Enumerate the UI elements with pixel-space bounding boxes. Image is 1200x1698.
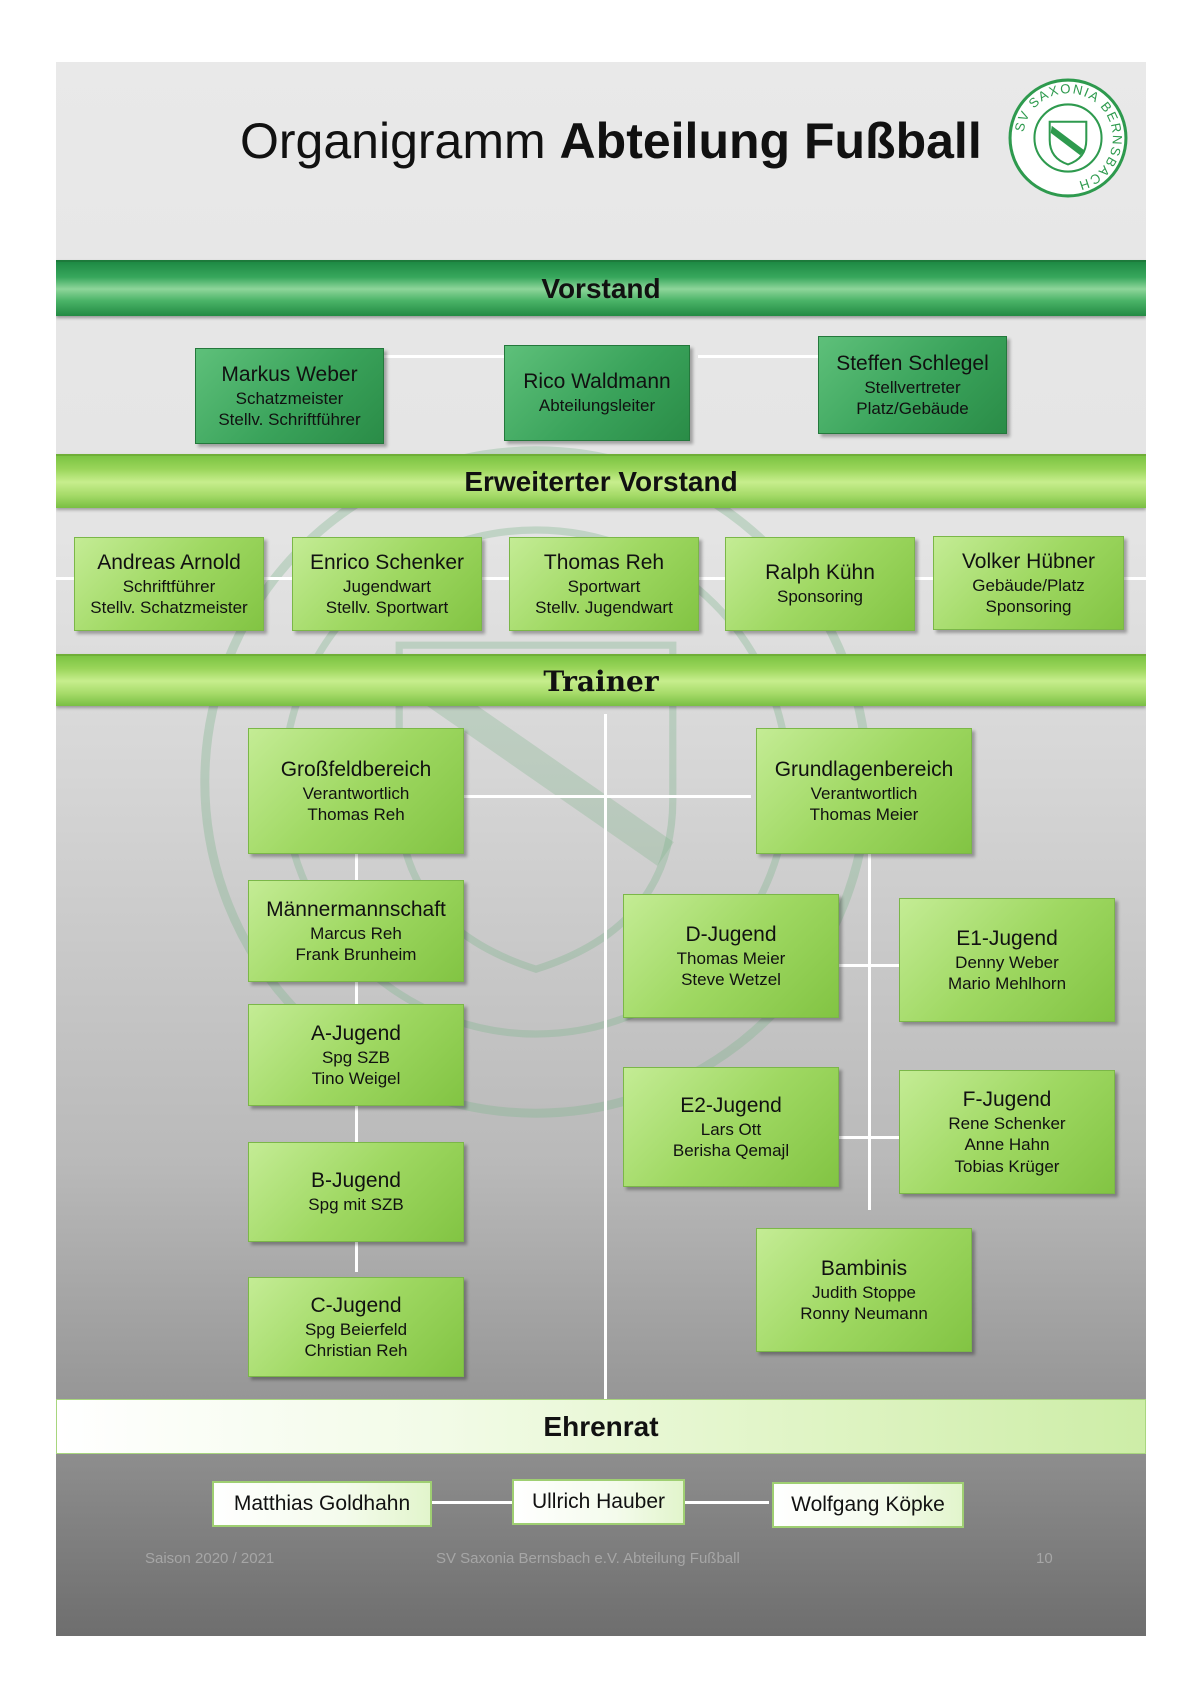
trainer-box-maennermannschaft: Männermannschaft Marcus Reh Frank Brunhe… xyxy=(248,880,464,982)
team-name: Bambinis xyxy=(820,1256,908,1280)
ehrenrat-box-ullrich-hauber: Ullrich Hauber xyxy=(512,1479,685,1525)
connector xyxy=(604,714,607,1451)
connector xyxy=(684,1501,769,1504)
connector xyxy=(827,1136,899,1139)
team-name: D-Jugend xyxy=(685,922,777,946)
person-name: Enrico Schenker xyxy=(309,550,465,574)
connector xyxy=(827,964,899,967)
page: Organigramm Abteilung Fußball SV SAXONIA… xyxy=(56,62,1146,1636)
team-line: Rene Schenker xyxy=(948,1114,1066,1134)
person-role: Platz/Gebäude xyxy=(856,399,969,419)
team-line: Marcus Reh xyxy=(310,923,402,943)
team-line: Denny Weber xyxy=(955,952,1059,972)
team-name: B-Jugend xyxy=(311,1169,401,1193)
person-role: Jugendwart xyxy=(343,576,431,596)
trainer-box-e1-jugend: E1-Jugend Denny Weber Mario Mehlhorn xyxy=(899,898,1115,1022)
person-name: Matthias Goldhahn xyxy=(233,1491,411,1515)
team-line: Frank Brunheim xyxy=(295,945,417,965)
vorstand-box-steffen-schlegel: Steffen Schlegel Stellvertreter Platz/Ge… xyxy=(818,336,1007,434)
trainer-box-grossfeldbereich: Großfeldbereich Verantwortlich Thomas Re… xyxy=(248,728,464,854)
club-logo: SV SAXONIA BERNSBACH xyxy=(1008,78,1128,198)
ev-box-andreas-arnold: Andreas Arnold Schriftführer Stellv. Sch… xyxy=(74,537,264,631)
vorstand-box-markus-weber: Markus Weber Schatzmeister Stellv. Schri… xyxy=(195,348,384,444)
team-name: E1-Jugend xyxy=(956,926,1058,950)
trainer-box-grundlagenbereich: Grundlagenbereich Verantwortlich Thomas … xyxy=(756,728,972,854)
ev-box-ralph-kuehn: Ralph Kühn Sponsoring xyxy=(725,537,915,631)
person-name: Andreas Arnold xyxy=(97,550,241,574)
team-line: Steve Wetzel xyxy=(681,970,781,990)
person-name: Steffen Schlegel xyxy=(836,351,989,375)
trainer-box-a-jugend: A-Jugend Spg SZB Tino Weigel xyxy=(248,1004,464,1106)
connector xyxy=(383,355,518,358)
team-name: C-Jugend xyxy=(310,1293,402,1317)
connector xyxy=(698,355,838,358)
section-ehrenrat: Ehrenrat xyxy=(56,1399,1146,1454)
footer-club: SV Saxonia Bernsbach e.V. Abteilung Fußb… xyxy=(436,1550,740,1567)
person-name: Markus Weber xyxy=(221,362,358,386)
ev-box-thomas-reh: Thomas Reh Sportwart Stellv. Jugendwart xyxy=(509,537,699,631)
team-line: Mario Mehlhorn xyxy=(947,974,1067,994)
vorstand-box-rico-waldmann: Rico Waldmann Abteilungsleiter xyxy=(504,345,690,441)
ehrenrat-box-wolfgang-koepke: Wolfgang Köpke xyxy=(772,1482,964,1528)
person-role: Stellv. Schatzmeister xyxy=(90,598,248,618)
trainer-box-e2-jugend: E2-Jugend Lars Ott Berisha Qemajl xyxy=(623,1067,839,1187)
connector xyxy=(868,852,871,1210)
team-line: Tino Weigel xyxy=(311,1069,401,1089)
person-name: Volker Hübner xyxy=(961,549,1096,573)
team-line: Lars Ott xyxy=(700,1119,762,1139)
team-name: Männermannschaft xyxy=(266,897,446,921)
team-line: Tobias Krüger xyxy=(954,1156,1060,1176)
team-name: A-Jugend xyxy=(311,1021,401,1045)
person-role: Schriftführer xyxy=(122,576,216,596)
ehrenrat-box-matthias-goldhahn: Matthias Goldhahn xyxy=(212,1481,432,1527)
team-name: Grundlagenbereich xyxy=(774,757,954,781)
team-line: Thomas Meier xyxy=(676,948,786,968)
team-line: Judith Stoppe xyxy=(812,1282,916,1302)
trainer-box-d-jugend: D-Jugend Thomas Meier Steve Wetzel xyxy=(623,894,839,1018)
section-trainer: Trainer xyxy=(56,654,1146,706)
person-name: Thomas Reh xyxy=(543,550,665,574)
trainer-box-c-jugend: C-Jugend Spg Beierfeld Christian Reh xyxy=(248,1277,464,1377)
person-role: Sponsoring xyxy=(985,597,1072,617)
person-role: Sponsoring xyxy=(776,587,863,607)
team-name: Großfeldbereich xyxy=(280,757,432,781)
team-line: Thomas Reh xyxy=(307,805,405,825)
team-name: E2-Jugend xyxy=(680,1093,782,1117)
trainer-box-f-jugend: F-Jugend Rene Schenker Anne Hahn Tobias … xyxy=(899,1070,1115,1194)
section-vorstand: Vorstand xyxy=(56,260,1146,316)
trainer-box-b-jugend: B-Jugend Spg mit SZB xyxy=(248,1142,464,1242)
team-line: Spg SZB xyxy=(321,1047,391,1067)
ev-box-volker-huebner: Volker Hübner Gebäude/Platz Sponsoring xyxy=(933,536,1124,630)
connector xyxy=(431,1501,531,1504)
person-role: Schatzmeister xyxy=(235,388,344,408)
team-name: F-Jugend xyxy=(962,1088,1052,1112)
person-role: Gebäude/Platz xyxy=(972,575,1085,595)
team-line: Spg mit SZB xyxy=(308,1195,404,1215)
team-line: Christian Reh xyxy=(304,1341,408,1361)
connector xyxy=(459,795,751,798)
person-name: Ullrich Hauber xyxy=(531,1489,666,1513)
team-line: Verantwortlich xyxy=(302,783,410,803)
section-erweiterter-vorstand: Erweiterter Vorstand xyxy=(56,454,1146,508)
person-name: Ralph Kühn xyxy=(765,561,875,585)
person-role: Sportwart xyxy=(567,576,641,596)
team-line: Anne Hahn xyxy=(964,1135,1050,1155)
footer-season: Saison 2020 / 2021 xyxy=(145,1550,275,1567)
team-line: Thomas Meier xyxy=(809,805,919,825)
team-line: Berisha Qemajl xyxy=(672,1141,790,1161)
person-name: Rico Waldmann xyxy=(523,370,671,394)
team-line: Spg Beierfeld xyxy=(304,1319,408,1339)
page-title: Organigramm Abteilung Fußball xyxy=(240,113,982,169)
team-line: Ronny Neumann xyxy=(800,1304,928,1324)
person-role: Stellvertreter xyxy=(864,377,961,397)
person-name: Wolfgang Köpke xyxy=(791,1492,945,1516)
ev-box-enrico-schenker: Enrico Schenker Jugendwart Stellv. Sport… xyxy=(292,537,482,631)
person-role: Stellv. Schriftführer xyxy=(218,410,361,430)
trainer-box-bambinis: Bambinis Judith Stoppe Ronny Neumann xyxy=(756,1228,972,1352)
person-role: Abteilungsleiter xyxy=(538,396,656,416)
person-role: Stellv. Jugendwart xyxy=(535,598,673,618)
person-role: Stellv. Sportwart xyxy=(325,598,449,618)
footer-page-number: 10 xyxy=(1036,1550,1053,1567)
team-line: Verantwortlich xyxy=(810,783,918,803)
